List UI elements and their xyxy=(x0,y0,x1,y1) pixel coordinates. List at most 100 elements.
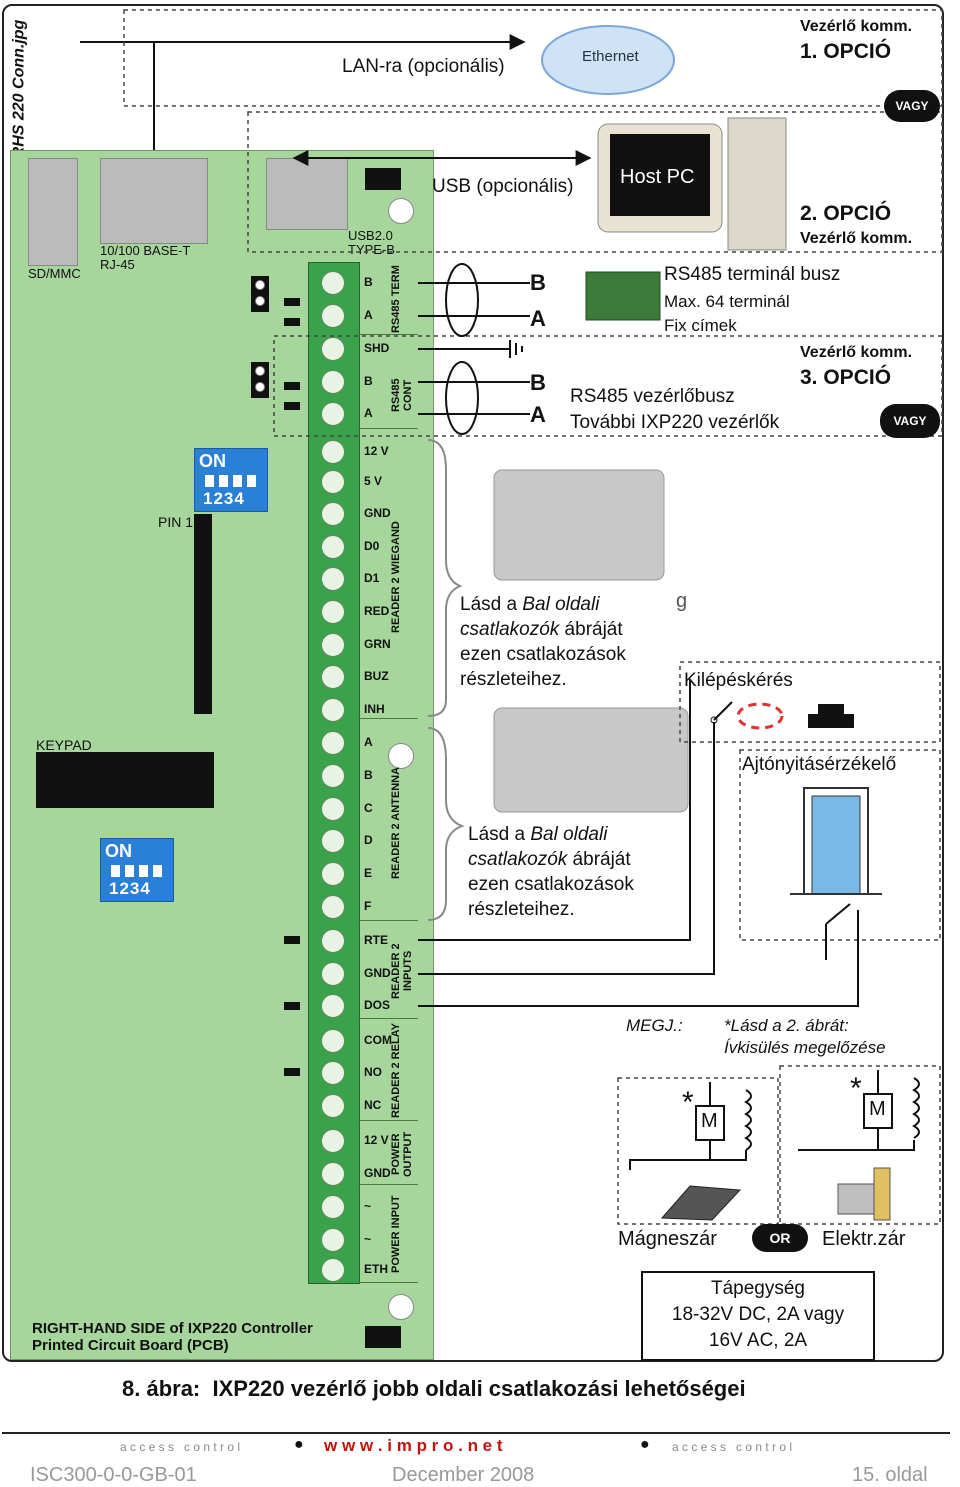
mount-hole xyxy=(388,198,414,224)
dip-numbers: 1234 xyxy=(203,489,245,508)
exit-button-icon xyxy=(808,714,854,728)
antenna-bracket xyxy=(427,727,465,921)
terminal-screw xyxy=(321,600,345,624)
footer-page: 15. oldal xyxy=(852,1464,928,1486)
option3-number: 3. OPCIÓ xyxy=(800,366,892,389)
host-pc-label: Host PC xyxy=(620,166,695,188)
terminal-screw xyxy=(321,337,345,361)
terminal-pin-label: ~ xyxy=(364,1232,372,1246)
strike-label: Elektr.zár xyxy=(822,1228,906,1250)
footer-doc: ISC300-0-0-GB-01 xyxy=(30,1464,197,1486)
bus-b2: B xyxy=(530,370,546,395)
stray-glyph: g xyxy=(676,590,688,612)
terminal-pin-label: D1 xyxy=(364,571,380,585)
door-icon xyxy=(811,795,861,895)
usb20-label: USB2.0 xyxy=(348,228,393,243)
terminal-pin-label: C xyxy=(364,801,373,815)
wiegand-bracket xyxy=(427,439,463,717)
jumper-block xyxy=(365,168,401,190)
ethernet-cloud xyxy=(541,25,675,95)
option2-title: Vezérlő komm. xyxy=(800,230,913,247)
figure-caption: 8. ábra: IXP220 vezérlő jobb oldali csat… xyxy=(122,1376,746,1401)
terminal-pin-label: D0 xyxy=(364,539,380,553)
terminal-screw xyxy=(321,502,345,526)
terminal-screw xyxy=(321,535,345,559)
dip-switch-1[interactable]: ON 1234 xyxy=(194,448,268,512)
footer-dot: ● xyxy=(294,1436,304,1453)
group-separator xyxy=(358,1018,418,1019)
smd-part xyxy=(284,1002,300,1010)
refresh-arrows-icon xyxy=(736,702,784,730)
rs485-term-bus: RS485 terminál busz xyxy=(664,264,841,285)
terminal-screw xyxy=(321,567,345,591)
terminal-pin-label: A xyxy=(364,735,373,749)
option1-title: Vezérlő komm. xyxy=(800,18,913,35)
door-box xyxy=(739,749,941,941)
terminal-screw xyxy=(321,1258,345,1282)
rs485-module xyxy=(585,271,661,321)
mount-hole xyxy=(388,743,414,769)
terminal-screw xyxy=(321,797,345,821)
lock-box-2 xyxy=(779,1065,941,1225)
maglock-icon xyxy=(660,1185,742,1221)
mount-hole xyxy=(388,1294,414,1320)
rs485-more: További IXP220 vezérlők xyxy=(570,412,780,433)
terminal-pin-label: 5 V xyxy=(364,474,383,488)
terminal-screw xyxy=(321,1162,345,1186)
footer-right-tag: a c c e s s c o n t r o l xyxy=(672,1440,793,1454)
terminal-pin-label: A xyxy=(364,406,373,420)
footer-rule xyxy=(2,1432,950,1434)
wiegand-readers-image xyxy=(493,469,665,581)
terminal-screw xyxy=(321,470,345,494)
bus-a2: A xyxy=(530,402,546,427)
motor-label-1: M xyxy=(701,1110,718,1132)
twisted-pair-2 xyxy=(445,361,479,435)
sdmmc-label: SD/MMC xyxy=(28,266,81,281)
smd-part xyxy=(284,318,300,326)
group-separator xyxy=(358,428,418,429)
terminal-pin-label: NO xyxy=(364,1065,382,1079)
twisted-pair-1 xyxy=(445,263,479,337)
terminal-pin-label: DOS xyxy=(364,998,391,1012)
terminal-pin-label: F xyxy=(364,899,372,913)
terminal-screw xyxy=(321,764,345,788)
exit-box xyxy=(679,661,941,743)
terminal-pin-label: B xyxy=(364,768,373,782)
psu-line3: 16V AC, 2A xyxy=(708,1330,808,1351)
terminal-pin-label: RED xyxy=(364,604,390,618)
motor-label-2: M xyxy=(869,1098,886,1120)
dip-on-label: ON xyxy=(105,841,132,861)
exit-label: Kilépéskérés xyxy=(684,670,793,691)
star-2: * xyxy=(850,1072,862,1105)
terminal-screw xyxy=(321,929,345,953)
usb-label: USB (opcionális) xyxy=(432,176,574,197)
star-1: * xyxy=(682,1086,694,1119)
group-separator xyxy=(358,1184,418,1185)
terminal-screw xyxy=(321,994,345,1018)
arc-label: Ívkisülés megelőzése xyxy=(724,1038,886,1057)
terminal-screw xyxy=(321,962,345,986)
terminal-screw xyxy=(321,731,345,755)
eth-port-label: 10/100 BASE-T xyxy=(100,243,191,258)
terminal-screw xyxy=(321,862,345,886)
option2-number: 2. OPCIÓ xyxy=(800,202,892,225)
sd-slot xyxy=(28,158,78,266)
footer-left-tag: a c c e s s c o n t r o l xyxy=(120,1440,241,1454)
dip-switch-2[interactable]: ON 1234 xyxy=(100,838,174,902)
terminal-screw xyxy=(321,829,345,853)
keypad-label: KEYPAD xyxy=(36,737,92,753)
terminal-screw xyxy=(321,271,345,295)
pcb-caption-line1: RIGHT-HAND SIDE of IXP220 Controller xyxy=(32,1320,313,1337)
vagy-badge-1: VAGY xyxy=(884,90,940,122)
antenna-note: Lásd a Bal oldali csatlakozók ábráját ez… xyxy=(468,824,634,920)
terminal-pin-label: ETH xyxy=(364,1262,388,1276)
option1-box xyxy=(123,9,943,107)
rj45-label: RJ-45 xyxy=(100,257,135,272)
footer-url[interactable]: w w w . i m p r o . n e t xyxy=(324,1436,503,1455)
coil-icon xyxy=(744,1089,752,1151)
keypad-connector xyxy=(36,752,214,808)
terminal-screw xyxy=(321,665,345,689)
psu-box xyxy=(641,1271,875,1361)
smd-part xyxy=(284,936,300,944)
